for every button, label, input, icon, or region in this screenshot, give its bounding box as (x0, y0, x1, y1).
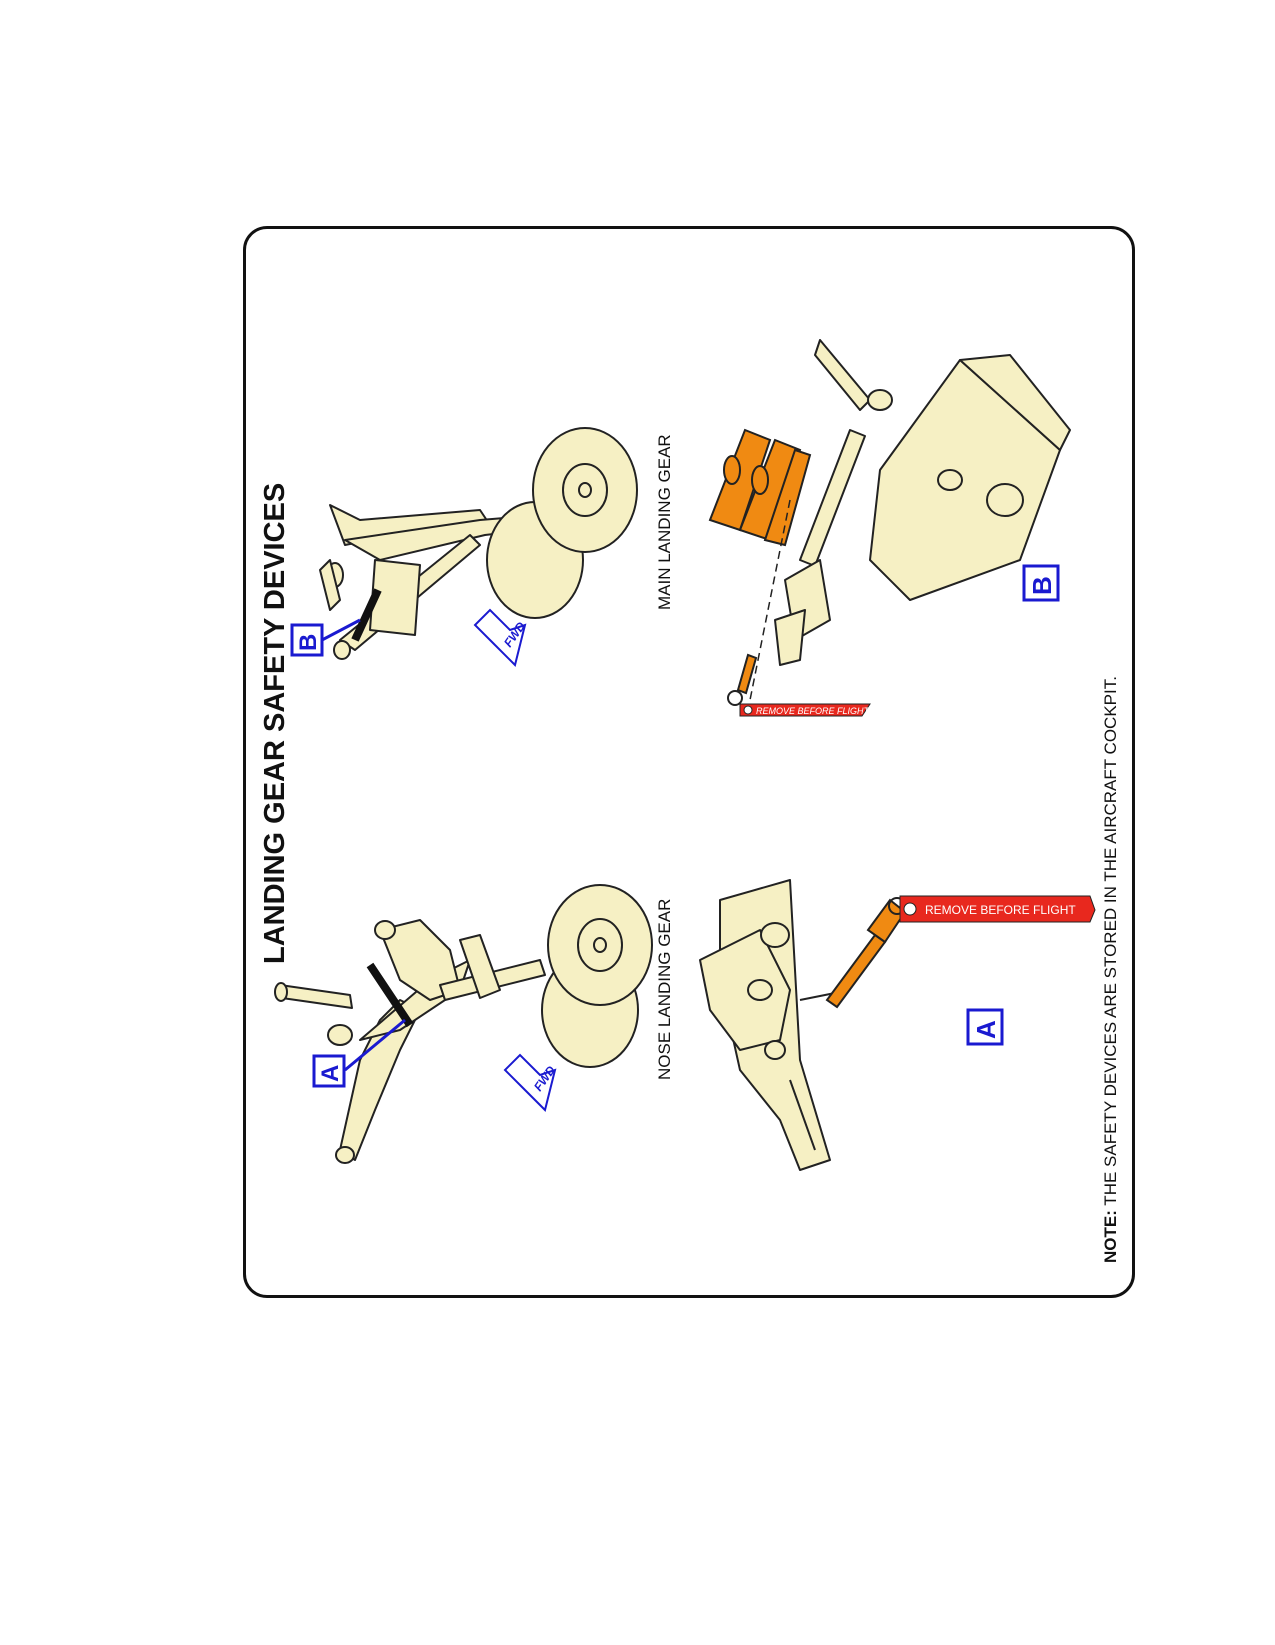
svg-text:REMOVE BEFORE FLIGHT: REMOVE BEFORE FLIGHT (756, 706, 871, 716)
callout-a-box (312, 1054, 346, 1088)
detail-a-drawing (699, 879, 851, 1171)
fwd-arrow-main: FWD (473, 608, 528, 667)
main-landing-gear-label: MAIN LANDING GEAR (655, 434, 674, 610)
detail-a-callout-box (966, 1008, 1004, 1046)
detail-b-drawing (774, 339, 1071, 666)
figure-title: LANDING GEAR SAFETY DEVICES (259, 483, 291, 964)
callout-a-leader (344, 1018, 406, 1072)
svg-text:REMOVE BEFORE FLIGHT: REMOVE BEFORE FLIGHT (925, 903, 1076, 917)
remove-before-flight-tag-b: REMOVE BEFORE FLIGHT (739, 703, 871, 717)
detail-b-callout-label: B (1027, 576, 1057, 595)
remove-before-flight-tag-a: REMOVE BEFORE FLIGHT (899, 895, 1096, 923)
detail-b-callout-box (1022, 564, 1060, 602)
callout-a-label: A (317, 1065, 344, 1082)
main-landing-gear-drawing (319, 427, 638, 660)
nose-landing-gear-drawing (274, 884, 653, 1164)
fwd-arrow-nose: FWD (503, 1053, 558, 1112)
safety-pin-b (727, 653, 758, 706)
nose-landing-gear-label: NOSE LANDING GEAR (655, 899, 674, 1080)
figure-frame (243, 226, 1135, 1298)
callout-b-label: B (295, 634, 322, 651)
callout-b-leader (321, 618, 361, 642)
svg-text:FWD: FWD (531, 1063, 558, 1094)
safety-clamp-b (708, 428, 812, 547)
safety-pin-a (825, 897, 907, 1009)
note-text: NOTE: THE SAFETY DEVICES ARE STORED IN T… (1101, 676, 1120, 1263)
svg-text:FWD: FWD (501, 619, 528, 650)
callout-b-box (290, 623, 324, 657)
detail-a-callout-label: A (971, 1020, 1001, 1039)
